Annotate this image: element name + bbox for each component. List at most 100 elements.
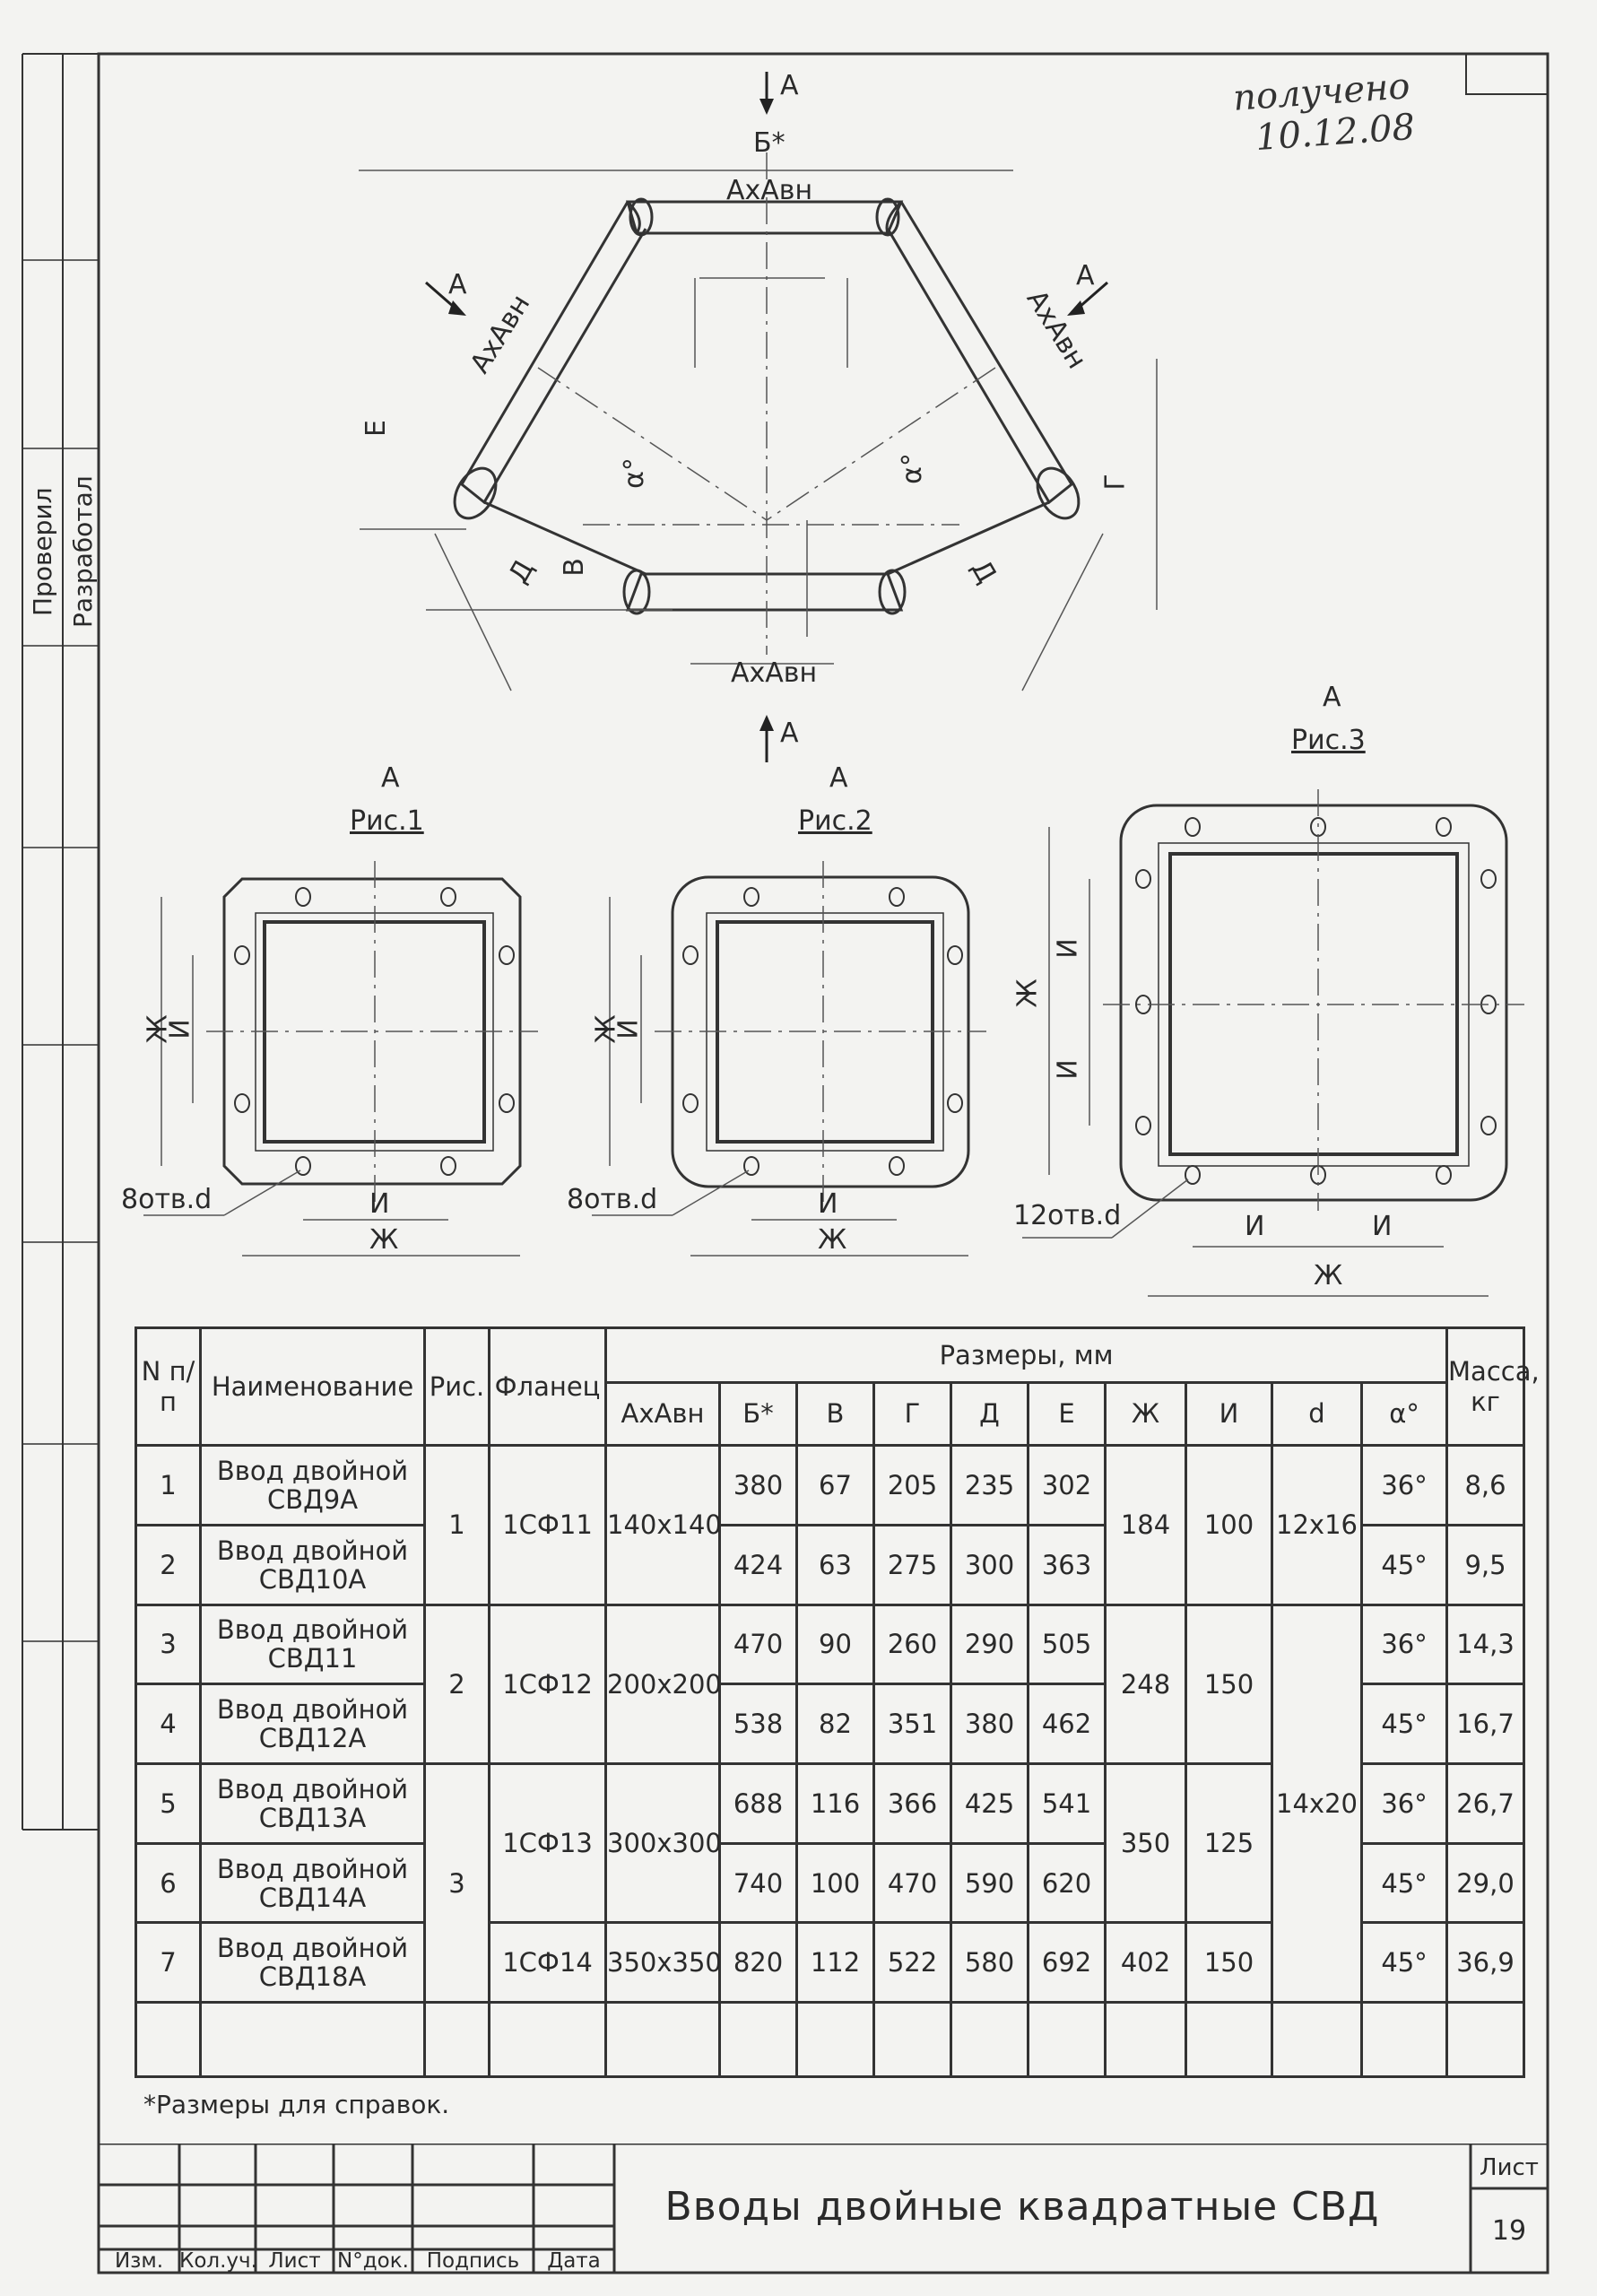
row-num: 2 (135, 1523, 202, 1606)
dim-axa-top: АхАвн (726, 175, 813, 206)
row-name-line2: СВД11 (267, 1643, 358, 1674)
row-name-line2: СВД13А (258, 1802, 367, 1833)
b-cell: 538 (718, 1683, 798, 1766)
fig3-dim-zh-vert: Ж (1011, 978, 1044, 1008)
row-name-line1: Ввод двойной (216, 1614, 409, 1646)
g-cell: 522 (872, 1921, 952, 2005)
main-view-drawing (359, 72, 1158, 762)
col-mass-header: Масса, кг (1445, 1326, 1540, 1448)
i-cell: 125 (1185, 1762, 1273, 1925)
d-cell: 300 (950, 1523, 1029, 1606)
zh-cell: 350 (1104, 1762, 1187, 1925)
d-cell: 425 (950, 1762, 1029, 1845)
section-mark-bottom: А (780, 718, 799, 749)
section-mark-right: А (1076, 260, 1095, 291)
section-mark-left: А (448, 269, 467, 300)
flange-cell: 1СФ14 (488, 1921, 607, 2005)
v-cell: 90 (795, 1603, 875, 1686)
flange-cell: 1СФ11 (488, 1444, 607, 1606)
fig3-dim-i-right: И (1372, 1211, 1393, 1242)
mass-cell: 14,3 (1445, 1603, 1526, 1686)
fig2-holes-label: 8отв.d (567, 1184, 658, 1215)
tb-label-doc: N°док. (337, 2249, 409, 2273)
mass-cell: 29,0 (1445, 1841, 1526, 1925)
zh-cell: 248 (1104, 1603, 1187, 1766)
fig3-dim-i-left: И (1245, 1211, 1265, 1242)
zh-cell: 184 (1104, 1444, 1187, 1606)
row-name-line1: Ввод двойной (216, 1535, 409, 1566)
col-zh-header: Ж (1104, 1380, 1187, 1448)
fig-cell: 2 (423, 1603, 490, 1766)
flange-cell: 1СФ12 (488, 1603, 607, 1766)
row-name-line2: СВД18А (258, 1961, 367, 1993)
row-name-line1: Ввод двойной (216, 1853, 409, 1884)
table-row-empty (135, 2001, 1526, 2078)
i-cell: 100 (1185, 1444, 1273, 1606)
col-name-header: Наименование (199, 1326, 426, 1448)
developed-by-label: Разработал (68, 475, 98, 628)
d-cell: 380 (950, 1683, 1029, 1766)
zh-cell: 402 (1104, 1921, 1187, 2005)
v-cell: 67 (795, 1444, 875, 1526)
row-name-line2: СВД12А (258, 1723, 367, 1754)
row-name-line1: Ввод двойной (216, 1933, 409, 1964)
e-cell: 505 (1027, 1603, 1107, 1686)
sizes-header: Размеры, мм (603, 1326, 1449, 1384)
alpha-cell: 45° (1359, 1921, 1449, 2005)
sheet-number: 19 (1491, 2215, 1527, 2247)
dim-b-label: Б* (753, 127, 785, 159)
alpha-cell: 36° (1359, 1444, 1449, 1526)
fig3-view-mark: А (1323, 682, 1341, 713)
b-cell: 470 (718, 1603, 798, 1686)
col-num-header: N п/п (135, 1326, 202, 1448)
dim-axa-bottom: АхАвн (731, 657, 818, 689)
axa-cell: 140х140 (604, 1444, 722, 1606)
g-cell: 275 (872, 1523, 952, 1606)
dim-v-label: В (558, 558, 590, 577)
row-name-line1: Ввод двойной (216, 1455, 409, 1486)
col-i-header: И (1185, 1380, 1273, 1448)
e-cell: 541 (1027, 1762, 1107, 1845)
col-alpha-header: α° (1359, 1380, 1449, 1448)
e-cell: 620 (1027, 1841, 1107, 1925)
row-name-line2: СВД14А (258, 1882, 367, 1913)
g-cell: 351 (872, 1683, 952, 1766)
row-name-line2: СВД9А (266, 1483, 359, 1515)
col-axa-header: АхАвн (604, 1380, 721, 1448)
dim-alpha-left: α° (618, 457, 650, 489)
row-name-line1: Ввод двойной (216, 1773, 409, 1805)
dd-cell: 12х16 (1271, 1444, 1363, 1606)
b-cell: 380 (718, 1444, 798, 1526)
e-cell: 462 (1027, 1683, 1107, 1766)
section-mark-top: А (780, 70, 799, 101)
mass-cell: 9,5 (1445, 1523, 1526, 1606)
tb-label-date: Дата (547, 2249, 601, 2273)
row-num: 3 (135, 1603, 202, 1686)
row-num: 5 (135, 1762, 202, 1845)
tb-label-count: Кол.уч. (179, 2249, 257, 2273)
d-cell: 235 (950, 1444, 1029, 1526)
alpha-cell: 45° (1359, 1841, 1449, 1925)
fig1-drawing (143, 861, 538, 1257)
i-cell: 150 (1185, 1921, 1273, 2005)
footnote: *Размеры для справок. (143, 2090, 450, 2119)
fig2-caption: Рис.2 (798, 805, 872, 837)
d-cell: 290 (950, 1603, 1029, 1686)
axa-cell: 300х300 (604, 1762, 722, 1925)
axa-cell: 350х350 (604, 1921, 722, 2005)
col-g-header: Г (872, 1380, 952, 1448)
fig1-holes-label: 8отв.d (121, 1184, 213, 1215)
fig2-dim-i: И (818, 1188, 838, 1220)
col-d-header: Д (950, 1380, 1029, 1448)
g-cell: 260 (872, 1603, 952, 1686)
